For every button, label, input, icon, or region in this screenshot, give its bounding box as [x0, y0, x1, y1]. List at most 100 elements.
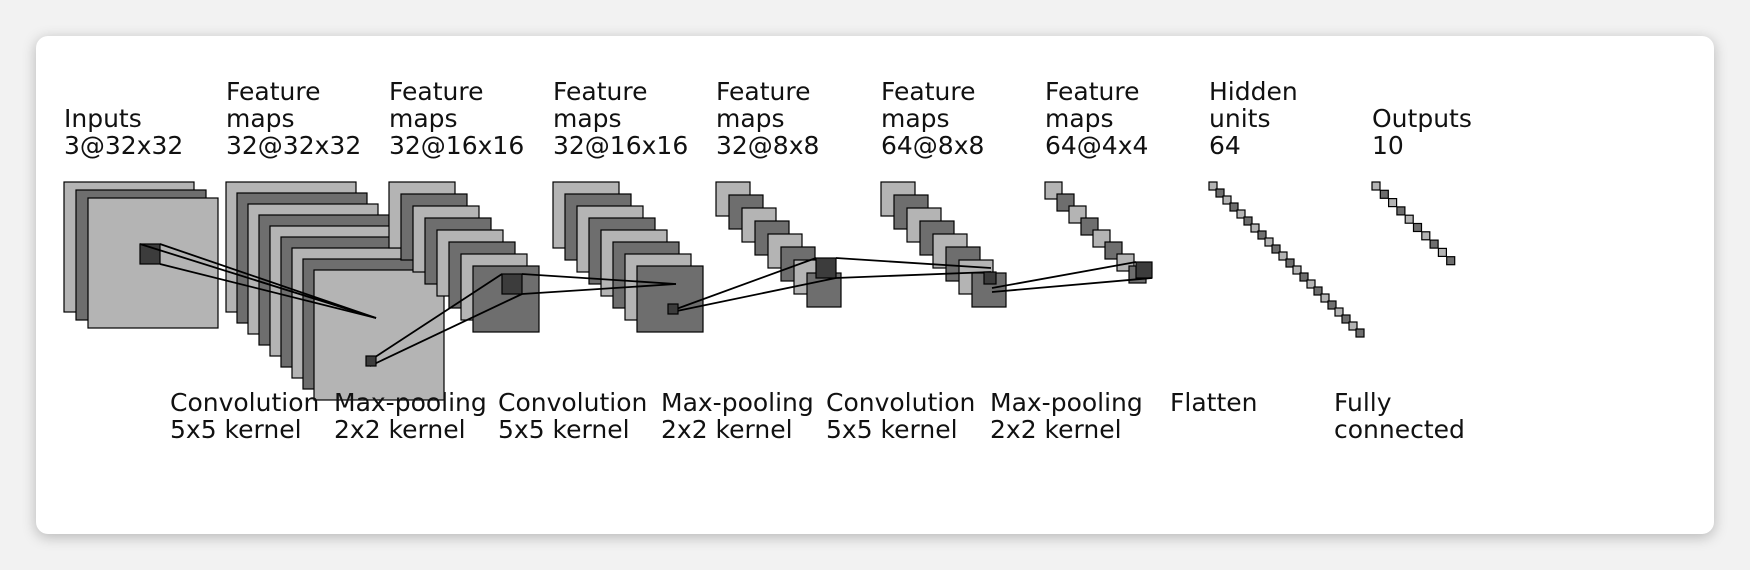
- unit-square: [1446, 256, 1456, 266]
- connection-line: [667, 257, 817, 313]
- operation-name: Convolution: [826, 388, 975, 417]
- unit-square: [1222, 195, 1232, 205]
- connection-line: [521, 273, 677, 285]
- unit-square: [1421, 231, 1431, 241]
- connection-line: [671, 277, 837, 313]
- layer-header-line1: Feature: [553, 77, 647, 106]
- operation-name: Max-pooling: [334, 388, 487, 417]
- unit-square: [1250, 223, 1260, 233]
- cnn-architecture-diagram: Inputs3@32x32Featuremaps32@32x32Featurem…: [63, 77, 1472, 444]
- layer-header-line2: maps: [1045, 104, 1114, 133]
- layer-header-line2: Inputs: [64, 104, 142, 133]
- unit-square: [1236, 209, 1246, 219]
- kernel-connections: [139, 243, 1153, 367]
- layer-header-line1: Feature: [881, 77, 975, 106]
- unit-square: [1215, 188, 1225, 198]
- unit-square: [1264, 237, 1274, 247]
- layer-header-line2: units: [1209, 104, 1270, 133]
- connection-line: [159, 263, 377, 319]
- connection-line: [991, 261, 1137, 289]
- unit-square: [1334, 307, 1344, 317]
- layer-header-size: 64@8x8: [881, 131, 984, 160]
- unit-square: [1243, 216, 1253, 226]
- connection-line: [835, 257, 992, 269]
- operation-name: Flatten: [1170, 388, 1257, 417]
- layer-header-line1: Hidden: [1209, 77, 1298, 106]
- operation-detail: 2x2 kernel: [990, 415, 1122, 444]
- layer-header-size: 32@8x8: [716, 131, 819, 160]
- connection-line: [159, 243, 377, 319]
- unit-square: [1285, 258, 1295, 268]
- connection-line: [369, 293, 523, 367]
- unit-square: [1229, 202, 1239, 212]
- connection-line: [139, 243, 377, 319]
- feature-map: [636, 265, 704, 333]
- layer-header-line2: maps: [881, 104, 950, 133]
- layer-header-line2: maps: [226, 104, 295, 133]
- operation-detail: connected: [1334, 415, 1465, 444]
- layer-header-line2: maps: [389, 104, 458, 133]
- feature-map: [313, 269, 445, 401]
- unit-square: [1341, 314, 1351, 324]
- operation-name: Convolution: [498, 388, 647, 417]
- layer-header-size: 10: [1372, 131, 1404, 160]
- kernel-window: [1135, 261, 1153, 279]
- unit-square: [1208, 181, 1218, 191]
- layer-header-line2: maps: [553, 104, 622, 133]
- connection-line: [521, 283, 677, 295]
- connection-line: [365, 273, 503, 364]
- operation-detail: 2x2 kernel: [661, 415, 793, 444]
- connection-line: [835, 271, 992, 279]
- unit-square: [1437, 247, 1448, 257]
- operation-name: Max-pooling: [661, 388, 814, 417]
- layer-header-size: 64: [1209, 131, 1241, 160]
- operation-detail: 5x5 kernel: [826, 415, 958, 444]
- layer-header-line1: Feature: [389, 77, 483, 106]
- layer-header-size: 32@16x16: [553, 131, 688, 160]
- kernel-target: [667, 303, 679, 315]
- unit-square: [1292, 265, 1302, 275]
- unit-square: [1412, 222, 1423, 233]
- operation-6: Flatten: [1170, 388, 1257, 417]
- layer-header-line2: Outputs: [1372, 104, 1472, 133]
- layer-header-line1: Feature: [226, 77, 320, 106]
- unit-square: [1306, 279, 1316, 289]
- operation-name: Max-pooling: [990, 388, 1143, 417]
- unit-square: [1327, 300, 1337, 310]
- layer-header-line1: Feature: [1045, 77, 1139, 106]
- kernel-target: [365, 355, 377, 367]
- unit-square: [1379, 189, 1389, 199]
- operation-detail: 5x5 kernel: [498, 415, 630, 444]
- unit-square: [1257, 230, 1267, 240]
- unit-square: [1355, 328, 1365, 338]
- unit-square: [1313, 286, 1323, 296]
- unit-square: [1348, 321, 1358, 331]
- connection-line: [991, 277, 1153, 293]
- layer-header-line1: Feature: [716, 77, 810, 106]
- unit-square: [1278, 251, 1288, 261]
- unit-square: [1429, 239, 1439, 249]
- unit-square: [1404, 214, 1414, 224]
- layer-header-size: 32@16x16: [389, 131, 524, 160]
- unit-square: [1299, 272, 1309, 282]
- unit-square: [1320, 293, 1330, 303]
- layer-header-size: 32@32x32: [226, 131, 361, 160]
- operation-name: Convolution: [170, 388, 319, 417]
- unit-square: [1387, 198, 1398, 208]
- kernel-window: [501, 273, 523, 295]
- layer-header-size: 64@4x4: [1045, 131, 1148, 160]
- operation-name: Fully: [1334, 388, 1392, 417]
- layer-header-size: 3@32x32: [64, 131, 183, 160]
- kernel-target: [983, 271, 997, 285]
